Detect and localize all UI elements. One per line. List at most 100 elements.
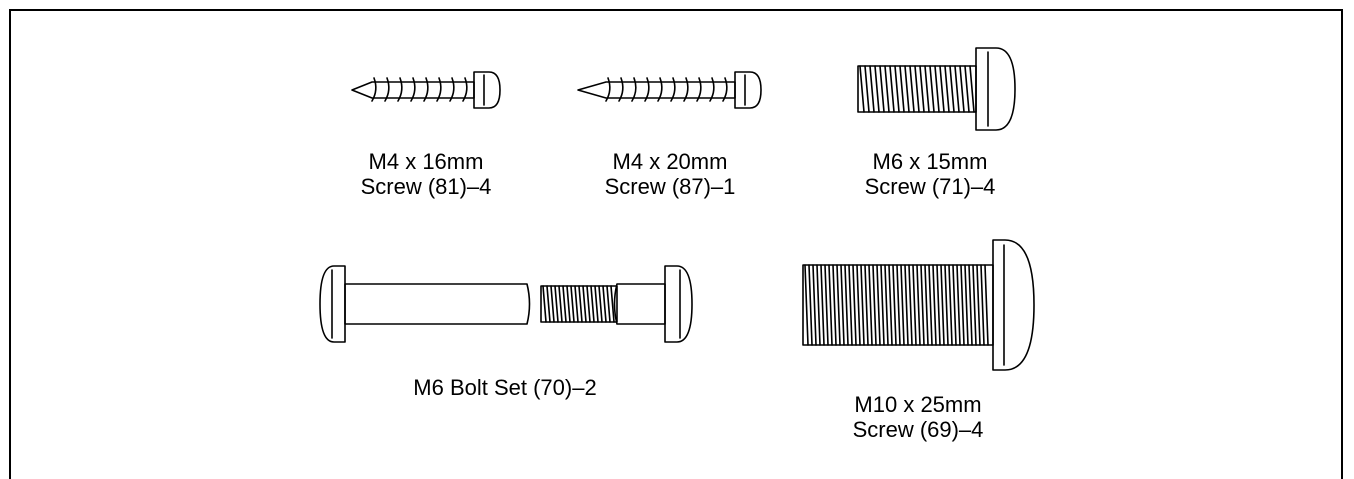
thread-line: [896, 264, 901, 346]
thread-line: [804, 264, 809, 346]
thread-line: [919, 65, 925, 113]
thread-line: [371, 77, 377, 102]
thread-line: [602, 285, 607, 323]
part-size: M6 x 15mm: [872, 149, 988, 174]
thread-line: [709, 77, 715, 102]
thread-line: [462, 77, 468, 102]
thread-line: [874, 65, 880, 113]
thread-line: [594, 285, 599, 323]
thread-line: [848, 264, 853, 346]
thread-line: [606, 285, 611, 323]
thread-line: [949, 65, 955, 113]
thread-line: [820, 264, 825, 346]
panel-border: [9, 9, 1343, 479]
thread-line: [864, 264, 869, 346]
thread-line: [912, 264, 917, 346]
part-size: M4 x 16mm: [368, 149, 484, 174]
wood-screw-long-icon: [577, 71, 762, 109]
thread-line: [928, 264, 933, 346]
thread-line: [832, 264, 837, 346]
thread-line: [936, 264, 941, 346]
thread-line: [570, 285, 575, 323]
thread-line: [436, 77, 442, 102]
thread-line: [864, 65, 870, 113]
thread-line: [968, 264, 973, 346]
part-label-m6-bolt-set: M6 Bolt Set (70)–2: [413, 375, 596, 400]
thread-line: [816, 264, 821, 346]
thread-line: [984, 264, 989, 346]
bolt-set-icon: [319, 265, 693, 343]
thread-line: [824, 264, 829, 346]
thread-line: [598, 285, 603, 323]
thread-line: [904, 264, 909, 346]
thread-line: [554, 285, 559, 323]
thread-line: [908, 264, 913, 346]
thread-line: [929, 65, 935, 113]
part-name: Screw (81)–4: [360, 174, 492, 199]
thread-line: [909, 65, 915, 113]
large-machine-screw-icon: [802, 239, 1035, 371]
thread-line: [872, 264, 877, 346]
thread-line: [924, 264, 929, 346]
thread-line: [956, 264, 961, 346]
thread-line: [916, 264, 921, 346]
thread-line: [542, 285, 547, 323]
part-name: Screw (87)–1: [604, 174, 736, 199]
thread-line: [384, 77, 390, 102]
thread-line: [546, 285, 551, 323]
thread-line: [683, 77, 689, 102]
thread-line: [892, 264, 897, 346]
thread-line: [578, 285, 583, 323]
thread-line: [397, 77, 403, 102]
thread-line: [939, 65, 945, 113]
thread-line: [657, 77, 663, 102]
thread-line: [610, 285, 615, 323]
thread-line: [812, 264, 817, 346]
thread-line: [550, 285, 555, 323]
thread-line: [869, 65, 875, 113]
thread-line: [670, 77, 676, 102]
thread-line: [894, 65, 900, 113]
thread-line: [954, 65, 960, 113]
thread-line: [449, 77, 455, 102]
thread-line: [964, 264, 969, 346]
thread-line: [868, 264, 873, 346]
thread-line: [959, 65, 965, 113]
thread-line: [566, 285, 571, 323]
thread-line: [924, 65, 930, 113]
thread-line: [582, 285, 587, 323]
thread-line: [605, 77, 611, 102]
thread-line: [884, 264, 889, 346]
thread-line: [410, 77, 416, 102]
thread-line: [964, 65, 970, 113]
part-name: Screw (71)–4: [864, 174, 996, 199]
thread-line: [972, 264, 977, 346]
thread-line: [808, 264, 813, 346]
thread-line: [900, 264, 905, 346]
thread-line: [828, 264, 833, 346]
thread-line: [889, 65, 895, 113]
thread-line: [948, 264, 953, 346]
thread-line: [859, 65, 865, 113]
thread-line: [562, 285, 567, 323]
thread-line: [590, 285, 595, 323]
thread-line: [558, 285, 563, 323]
thread-line: [879, 65, 885, 113]
thread-line: [899, 65, 905, 113]
part-size: M10 x 25mm: [854, 392, 982, 417]
thread-line: [856, 264, 861, 346]
thread-line: [980, 264, 985, 346]
part-label-m4-20: M4 x 20mm Screw (87)–1: [605, 149, 736, 199]
thread-line: [618, 77, 624, 102]
thread-line: [876, 264, 881, 346]
thread-line: [976, 264, 981, 346]
thread-line: [574, 285, 579, 323]
thread-line: [944, 264, 949, 346]
thread-line: [888, 264, 893, 346]
thread-line: [586, 285, 591, 323]
thread-line: [840, 264, 845, 346]
thread-line: [952, 264, 957, 346]
thread-line: [696, 77, 702, 102]
thread-line: [934, 65, 940, 113]
